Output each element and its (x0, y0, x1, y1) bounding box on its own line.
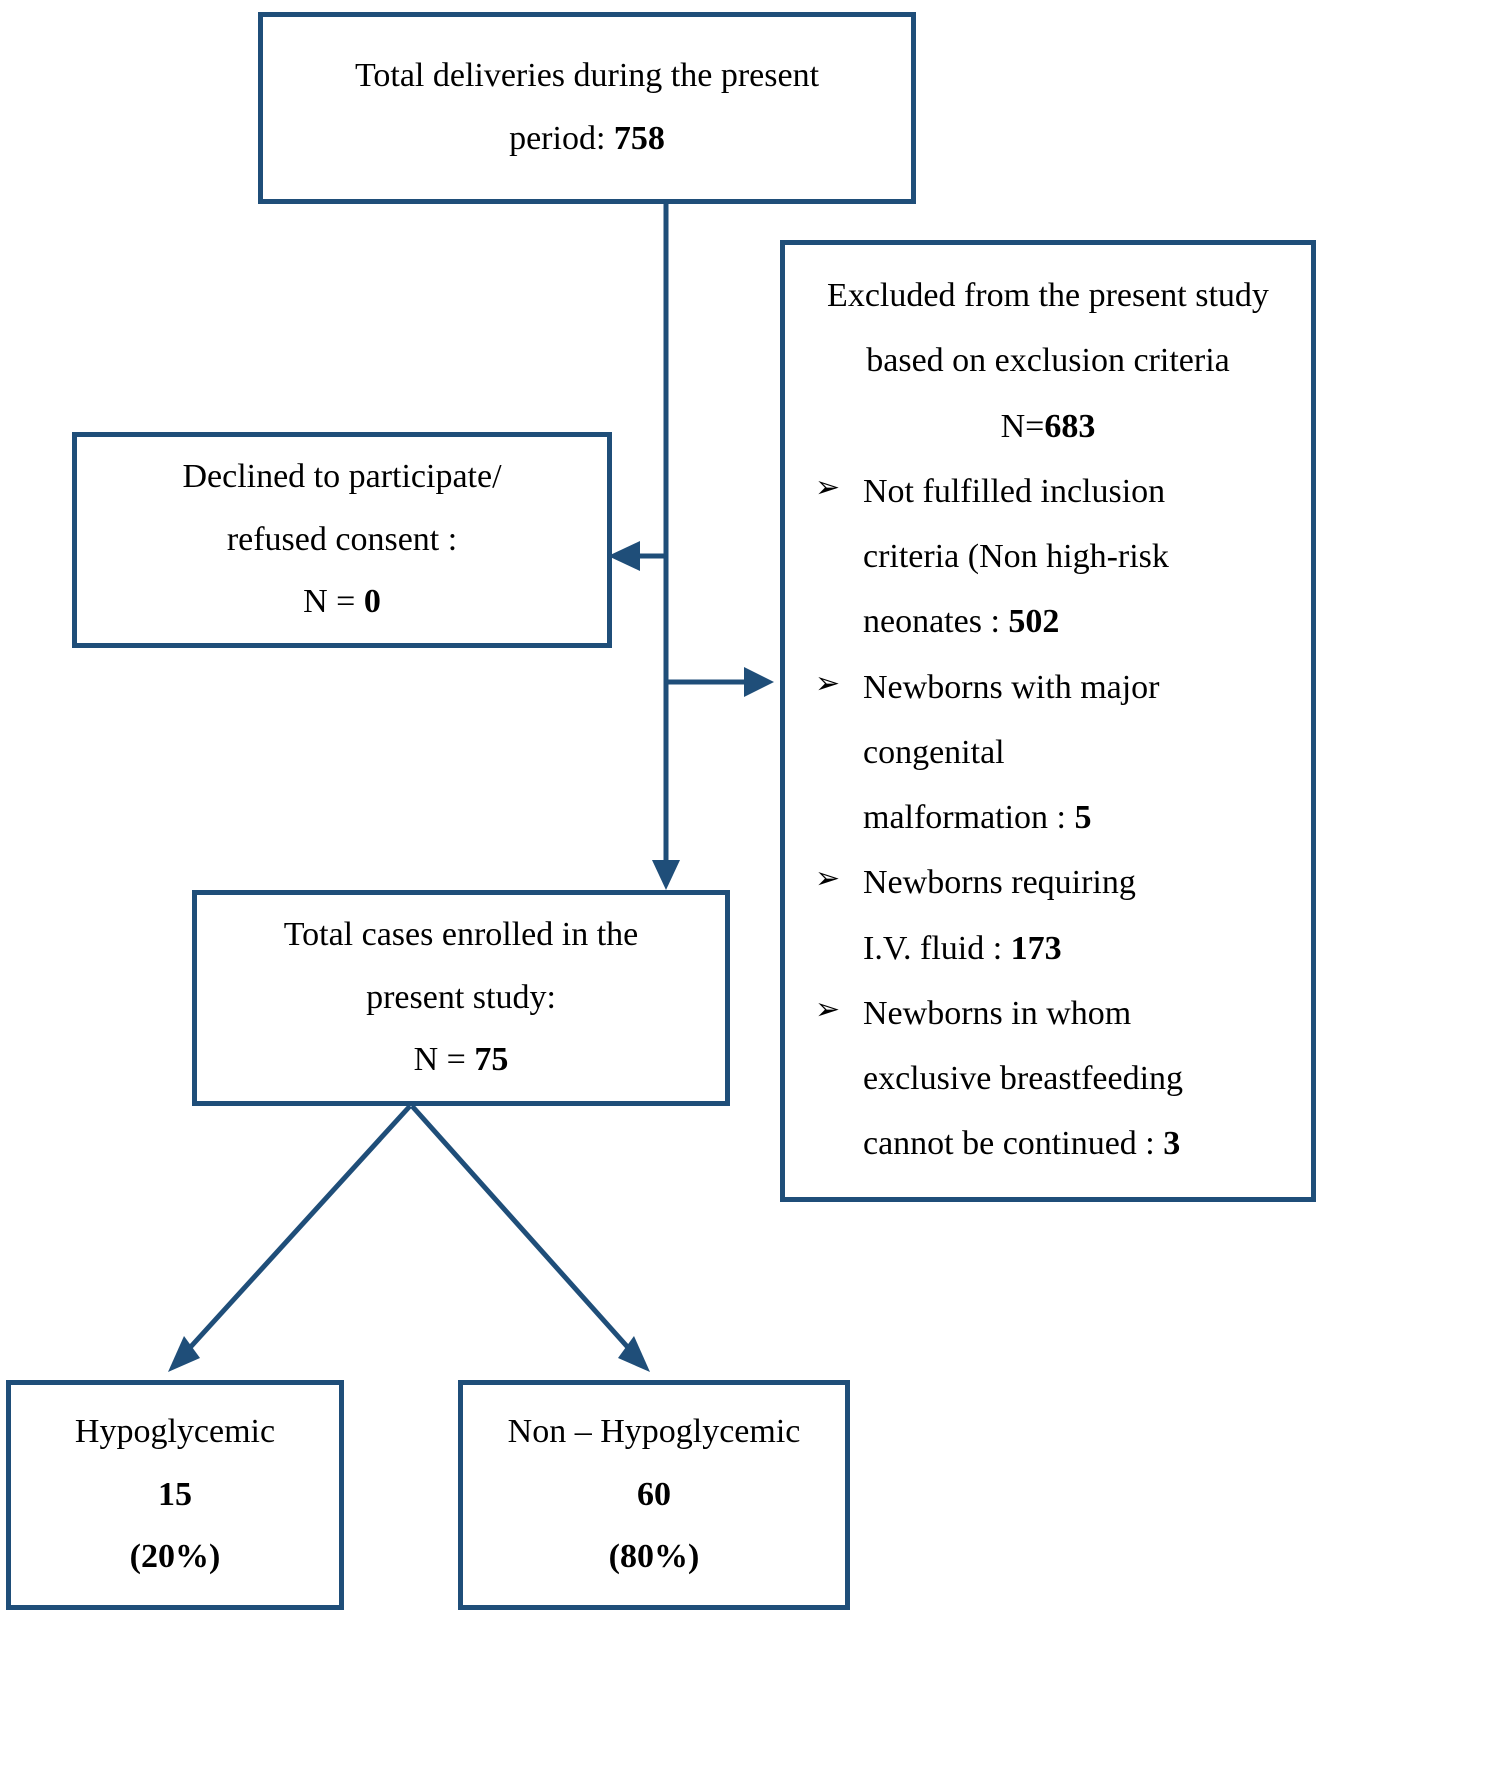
exclusion-item-label: neonates : (863, 603, 1009, 641)
enrolled-label: N = (413, 1041, 475, 1079)
connector-to-hypoglycemic (168, 1104, 412, 1372)
total-deliveries-value: 758 (613, 120, 665, 157)
non-hypoglycemic-count-value: 60 (637, 1475, 671, 1513)
node-excluded-criteria: Excluded from the present study based on… (780, 240, 1316, 1202)
total-deliveries-label: period: (509, 120, 614, 157)
enrolled-value: 75 (474, 1041, 509, 1079)
excluded-head-line-2: based on exclusion criteria (866, 342, 1230, 380)
exclusion-item: ➢ Newborns with major congenital malform… (801, 655, 1295, 851)
exclusion-item-line-2: congenital (863, 733, 1005, 771)
connector-to-declined (608, 541, 666, 571)
total-deliveries-line-2: period: 758 (509, 108, 665, 171)
connector-to-excluded (666, 667, 774, 697)
exclusion-item-line-3: malformation : 5 (863, 785, 1295, 850)
declined-label: N = (303, 583, 364, 621)
hypoglycemic-count: 15 (158, 1464, 192, 1527)
exclusion-item-line-2: criteria (Non high-risk (863, 538, 1169, 576)
hypoglycemic-label: Hypoglycemic (74, 1412, 276, 1450)
node-non-hypoglycemic: Non – Hypoglycemic 60 (80%) (458, 1380, 850, 1610)
declined-line-1: Declined to participate/ (182, 457, 502, 495)
excluded-head-line-3: N=683 (801, 394, 1295, 459)
total-deliveries-line-1: Total deliveries during the present (354, 57, 820, 95)
exclusion-item-line-3: cannot be continued : 3 (863, 1111, 1295, 1176)
arrow-bullet-icon: ➢ (815, 470, 841, 504)
connector-main-trunk (652, 204, 680, 890)
exclusion-item-line-1: Newborns requiring (863, 864, 1136, 902)
exclusion-item-value: 173 (1010, 929, 1062, 967)
declined-line-2: refused consent : (226, 520, 458, 558)
exclusion-item-label: cannot be continued : (863, 1125, 1164, 1163)
exclusion-item-label: I.V. fluid : (863, 929, 1011, 967)
arrow-bullet-icon: ➢ (815, 862, 841, 896)
non-hypoglycemic-percent: (80%) (609, 1526, 700, 1589)
declined-value: 0 (363, 583, 381, 621)
exclusion-item-value: 3 (1163, 1125, 1181, 1163)
hypoglycemic-percent: (20%) (130, 1526, 221, 1589)
node-hypoglycemic: Hypoglycemic 15 (20%) (6, 1380, 344, 1610)
enrolled-line-1: Total cases enrolled in the (283, 915, 639, 953)
arrow-bullet-icon: ➢ (815, 666, 841, 700)
exclusion-item-label: malformation : (863, 799, 1075, 837)
node-total-deliveries: Total deliveries during the present peri… (258, 12, 916, 204)
arrow-bullet-icon: ➢ (815, 992, 841, 1026)
declined-line-3: N = 0 (303, 571, 381, 634)
exclusion-item-line-2: exclusive breastfeeding (863, 1060, 1184, 1098)
hypoglycemic-percent-value: (20%) (129, 1538, 221, 1576)
exclusion-item-line-3: I.V. fluid : 173 (863, 916, 1295, 981)
exclusion-item: ➢ Newborns in whom exclusive breastfeedi… (801, 981, 1295, 1177)
non-hypoglycemic-count: 60 (637, 1464, 671, 1527)
node-total-cases-enrolled: Total cases enrolled in the present stud… (192, 890, 730, 1106)
excluded-n-label: N= (1000, 407, 1045, 445)
excluded-head-line-1: Excluded from the present study (827, 277, 1269, 314)
exclusion-item-line-3: neonates : 502 (863, 589, 1295, 654)
non-hypoglycemic-label: Non – Hypoglycemic (507, 1412, 801, 1450)
exclusion-item-line-1: Newborns in whom (863, 994, 1132, 1032)
enrolled-line-2: present study: (366, 978, 556, 1016)
hypoglycemic-count-value: 15 (158, 1475, 192, 1513)
exclusion-item-value: 5 (1074, 799, 1092, 837)
exclusion-item: ➢ Not fulfilled inclusion criteria (Non … (801, 459, 1295, 655)
enrolled-line-3: N = 75 (414, 1029, 509, 1092)
connector-to-non-hypoglycemic (410, 1104, 650, 1372)
exclusion-criteria-list: ➢ Not fulfilled inclusion criteria (Non … (801, 459, 1295, 1177)
exclusion-item: ➢ Newborns requiring I.V. fluid : 173 (801, 850, 1295, 981)
exclusion-item-line-1: Not fulfilled inclusion (863, 472, 1166, 510)
exclusion-item-value: 502 (1008, 603, 1060, 641)
node-declined-to-participate: Declined to participate/ refused consent… (72, 432, 612, 648)
exclusion-item-line-1: Newborns with major (863, 668, 1160, 706)
non-hypoglycemic-percent-value: (80%) (608, 1538, 700, 1576)
excluded-n-value: 683 (1044, 407, 1096, 445)
